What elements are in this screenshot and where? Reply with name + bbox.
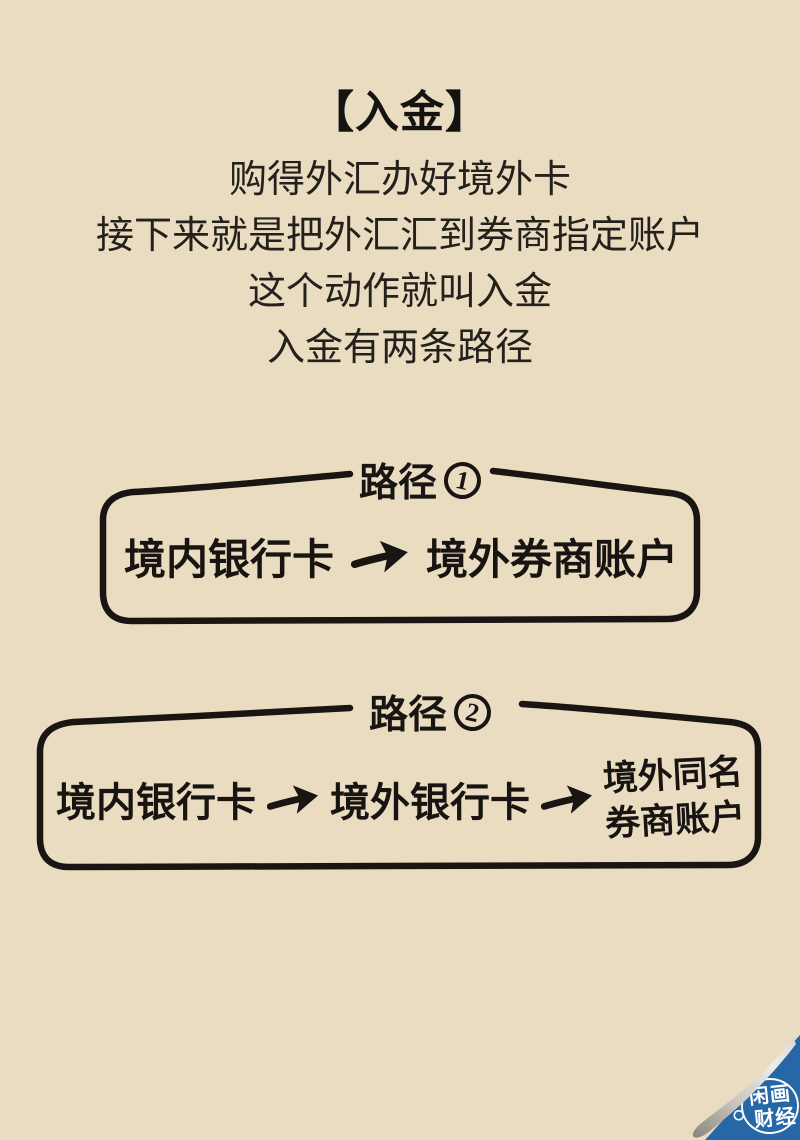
intro-line-4: 入金有两条路径 <box>266 327 533 369</box>
path1-box-outline <box>99 467 701 625</box>
path2-box-outline <box>36 700 762 871</box>
path2-label-text: 路径 <box>368 694 448 737</box>
watermark-text-line2: 财经 <box>753 1103 797 1131</box>
path1-step-1: 境内银行卡 <box>123 537 334 584</box>
path2-step-3-line-2: 券商账户 <box>604 797 747 844</box>
page-curl: 闲画 财经 <box>692 1035 800 1140</box>
arrow-right-icon <box>540 785 593 814</box>
path2-step-3: 境外同名 券商账户 <box>602 751 747 848</box>
watermark-dot <box>733 1110 745 1121</box>
arrow-right-icon <box>266 785 319 814</box>
watermark-oval <box>741 1077 799 1135</box>
path2-step-3-line-1: 境外同名 <box>601 752 744 799</box>
page-title: 【入金】 <box>310 88 490 137</box>
watermark-logo: 闲画 财经 <box>733 1077 799 1135</box>
intro-line-2: 接下来就是把外汇汇到券商指定账户 <box>95 215 704 257</box>
intro-line-1: 购得外汇办好境外卡 <box>228 159 571 201</box>
intro-line-3: 这个动作就叫入金 <box>247 271 552 313</box>
path1-label-text: 路径 <box>358 462 438 505</box>
page-curl-edge <box>692 1037 796 1138</box>
arrow-right-icon <box>350 540 408 573</box>
path2-flow: 境内银行卡 境外银行卡 境外同名 券商账户 <box>28 686 772 880</box>
path1-flow: 境内银行卡 境外券商账户 <box>95 450 707 632</box>
path1-step-2: 境外券商账户 <box>426 537 679 584</box>
intro-block: 【入金】 购得外汇办好境外卡 接下来就是把外汇汇到券商指定账户 这个动作就叫入金… <box>0 76 800 376</box>
path2-step-1: 境内银行卡 <box>55 780 256 825</box>
path2-step-2: 境外银行卡 <box>329 780 530 825</box>
